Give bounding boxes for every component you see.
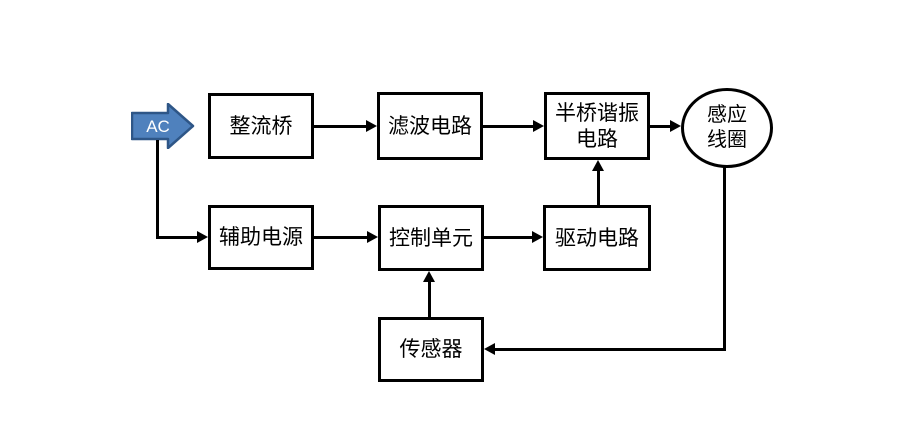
connector-coil-sensor	[494, 348, 726, 351]
arrowhead-control-driver	[532, 231, 543, 243]
control-unit-label: 控制单元	[389, 225, 473, 250]
connector-control-driver	[484, 236, 533, 239]
driver-block: 驱动电路	[543, 205, 651, 271]
rectifier-block: 整流桥	[208, 93, 314, 159]
sensor-block: 传感器	[378, 317, 484, 382]
arrowhead-coil-sensor	[484, 343, 495, 355]
driver-label: 驱动电路	[555, 225, 639, 250]
half-bridge-block: 半桥谐振 电路	[544, 92, 650, 160]
connector-driver-halfbridge	[597, 170, 600, 205]
arrowhead-filter-halfbridge	[533, 120, 544, 132]
arrowhead-aux-control	[367, 231, 378, 243]
arrowhead-driver-halfbridge	[592, 160, 604, 171]
connector-aux-control	[314, 236, 368, 239]
ac-input-arrow: AC	[131, 103, 195, 149]
arrowhead-ac-aux	[197, 231, 208, 243]
connector-halfbridge-coil	[650, 125, 672, 128]
control-unit-block: 控制单元	[378, 205, 484, 271]
connector-ac-down	[156, 140, 159, 238]
coil-label-line2: 线圈	[707, 129, 747, 151]
half-bridge-label-line1: 半桥谐振	[555, 100, 639, 125]
sensor-label: 传感器	[399, 337, 463, 362]
rectifier-label: 整流桥	[229, 113, 293, 138]
induction-coil-node: 感应 线圈	[681, 88, 773, 168]
arrowhead-halfbridge-coil	[670, 120, 681, 132]
connector-ac-aux	[156, 236, 198, 239]
coil-label-line1: 感应	[707, 104, 747, 126]
connector-filter-halfbridge	[483, 125, 534, 128]
arrowhead-sensor-control	[423, 271, 435, 282]
ac-arrow-shape	[131, 103, 195, 149]
filter-block: 滤波电路	[377, 92, 483, 160]
aux-power-label: 辅助电源	[219, 225, 303, 250]
aux-power-block: 辅助电源	[208, 205, 314, 270]
arrowhead-rectifier-filter	[366, 120, 377, 132]
connector-sensor-control	[428, 281, 431, 317]
filter-label: 滤波电路	[388, 113, 472, 138]
connector-rectifier-filter	[314, 125, 367, 128]
ac-arrow-label: AC	[146, 117, 170, 136]
half-bridge-label-line2: 电路	[576, 127, 618, 151]
connector-coil-down	[723, 166, 726, 351]
